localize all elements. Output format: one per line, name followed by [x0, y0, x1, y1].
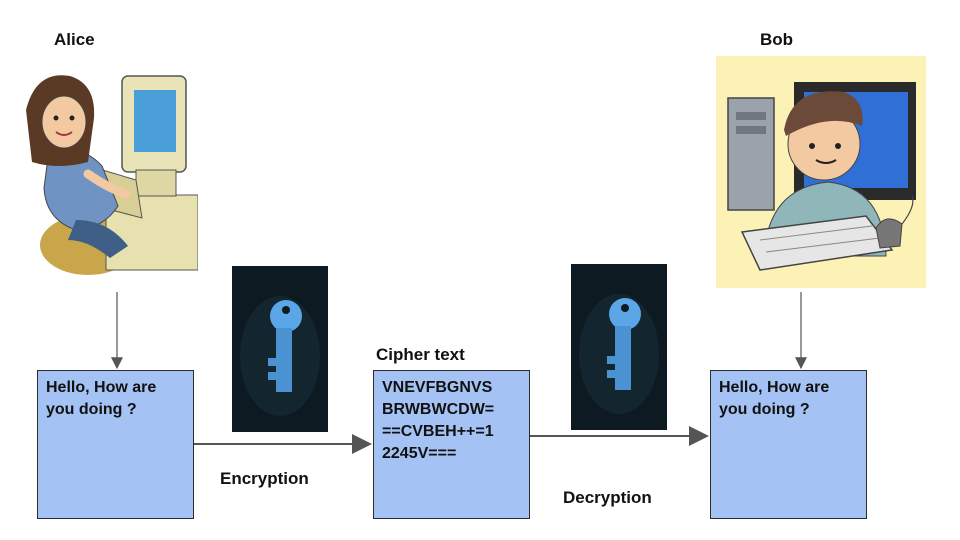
alice-message-text: Hello, How are you doing ?	[46, 379, 157, 418]
cipher-title: Cipher text	[376, 345, 465, 364]
alice-illustration	[26, 75, 198, 275]
encryption-key-image	[232, 266, 328, 432]
bob-illustration	[716, 56, 926, 288]
bob-name: Bob	[760, 30, 794, 49]
cipher-box: VNEVFBGNVS BRWBWCDW= ==CVBEH++=1 2245V==…	[373, 370, 530, 519]
key-icon	[240, 296, 320, 416]
alice-name: Alice	[54, 30, 95, 49]
alice-message-box: Hello, How are you doing ?	[37, 370, 194, 519]
bob-message-box: Hello, How are you doing ?	[710, 370, 867, 519]
encryption-label: Encryption	[220, 469, 309, 488]
cipher-text: VNEVFBGNVS BRWBWCDW= ==CVBEH++=1 2245V==…	[382, 379, 495, 462]
decryption-key-image	[571, 264, 667, 430]
decryption-label: Decryption	[563, 488, 652, 507]
key-icon	[579, 294, 659, 414]
bob-message-text: Hello, How are you doing ?	[719, 379, 830, 418]
